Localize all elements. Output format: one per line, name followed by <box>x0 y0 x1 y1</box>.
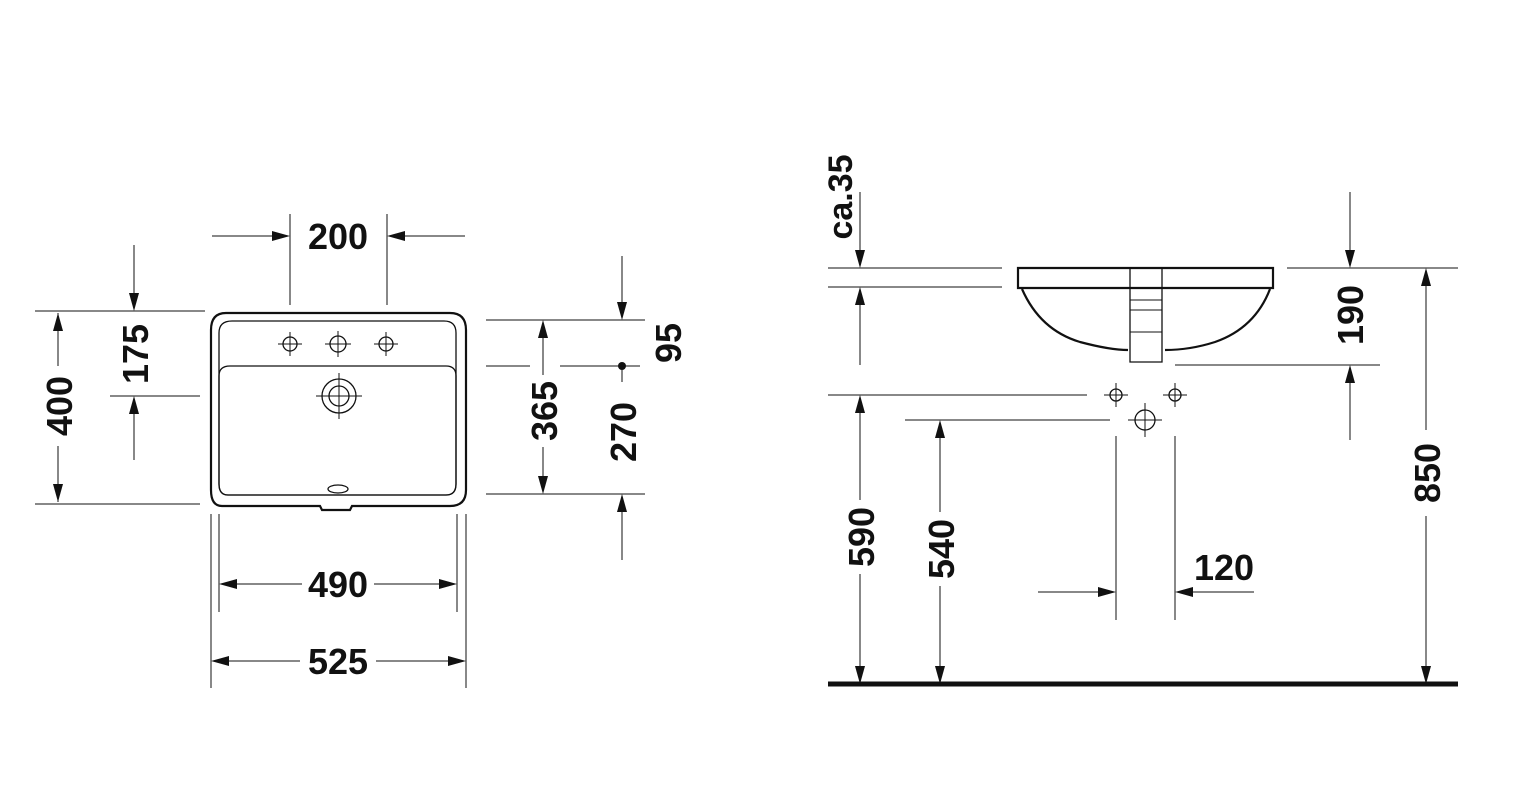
dim-height-supply: 590 <box>841 507 882 567</box>
tap-hole-right-icon <box>374 332 398 356</box>
dim-rim-thickness: ca.35 <box>822 154 860 239</box>
dim-depth-overall: 400 <box>39 376 80 436</box>
drain-icon <box>316 373 362 419</box>
tap-hole-left-icon <box>278 332 302 356</box>
drain-outlet-icon <box>1128 403 1162 437</box>
dim-height-drain: 540 <box>921 519 962 579</box>
basin-section-outline <box>1016 266 1275 290</box>
dim-width-basin: 490 <box>308 564 368 605</box>
side-view: ca.35 190 590 <box>822 154 1458 687</box>
supply-right-icon <box>1163 383 1187 407</box>
supply-left-icon <box>1104 383 1128 407</box>
reference-point-icon <box>618 362 626 370</box>
dim-tap-hole-offset: 175 <box>115 324 156 384</box>
dim-height-rim: 850 <box>1407 443 1448 503</box>
plan-view: 200 400 175 365 95 270 <box>35 214 689 688</box>
dim-supply-spacing: 120 <box>1194 547 1254 588</box>
dim-width-overall: 525 <box>308 641 368 682</box>
basin-bowl-section <box>1020 288 1272 352</box>
dim-height-basin: 190 <box>1330 285 1371 345</box>
bowl-outline <box>218 365 457 496</box>
dim-drain-offset: 270 <box>603 402 644 462</box>
overflow-icon <box>327 484 349 494</box>
dim-overflow-offset: 95 <box>648 323 689 363</box>
basin-outer-outline <box>209 311 468 512</box>
dim-depth-basin: 365 <box>524 381 565 441</box>
tap-hole-center-icon <box>325 331 351 357</box>
dim-tap-hole-spacing: 200 <box>308 216 368 257</box>
